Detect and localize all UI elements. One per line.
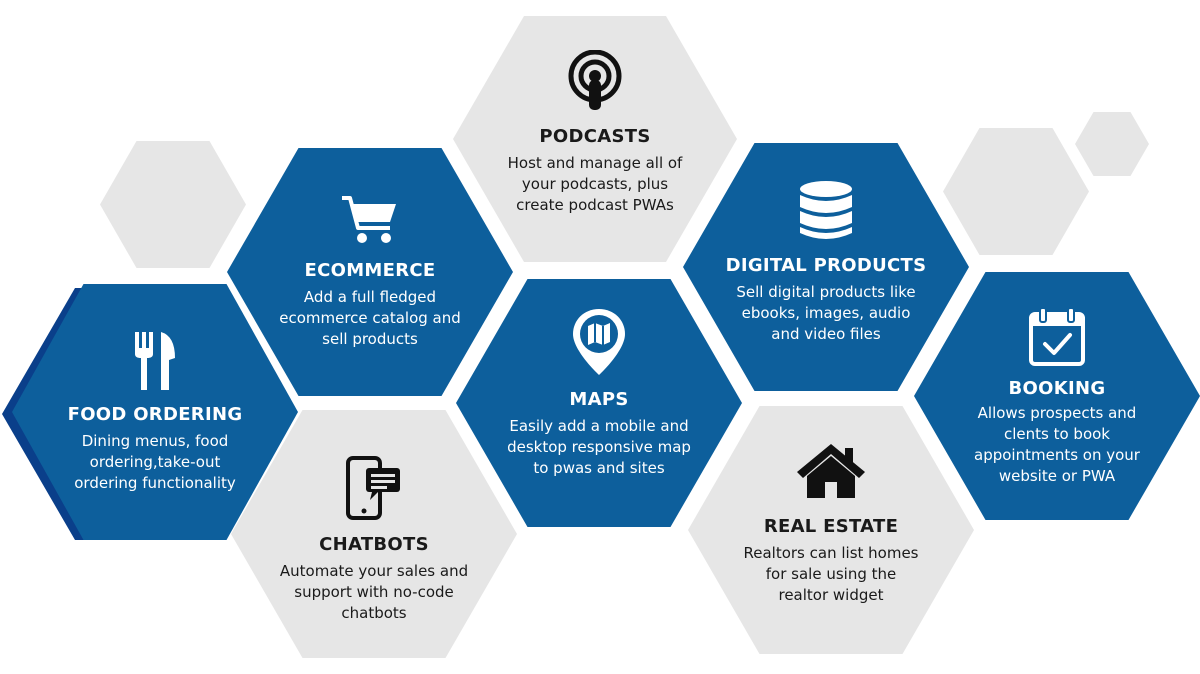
podcast-icon (568, 50, 622, 110)
maps-tile[interactable]: MAPS Easily add a mobile and desktop res… (456, 279, 742, 527)
food-ordering-description: Dining menus, food ordering,take-out ord… (74, 432, 236, 492)
maps-description: Easily add a mobile and desktop responsi… (507, 417, 691, 477)
podcasts-description: Host and manage all of your podcasts, pl… (507, 154, 683, 214)
fork-knife-icon (135, 332, 175, 390)
digital-products-tile[interactable]: DIGITAL PRODUCTS Sell digital products l… (683, 143, 969, 391)
ecommerce-title: ECOMMERCE (304, 260, 436, 281)
food-ordering-title: FOOD ORDERING (67, 404, 243, 425)
house-icon (797, 444, 865, 498)
phone-chat-icon (346, 456, 400, 520)
booking-description: Allows prospects and clents to book appo… (974, 404, 1140, 485)
food-ordering-tile[interactable]: FOOD ORDERING Dining menus, food orderin… (12, 284, 298, 540)
ecommerce-tile[interactable]: ECOMMERCE Add a full fledged ecommerce c… (227, 148, 513, 396)
podcasts-title: PODCASTS (539, 126, 651, 147)
real-estate-title: REAL ESTATE (763, 516, 899, 537)
decorative-hexagon (1075, 112, 1149, 176)
ecommerce-description: Add a full fledged ecommerce catalog and… (279, 288, 461, 348)
real-estate-description: Realtors can list homes for sale using t… (743, 544, 919, 604)
digital-products-title: DIGITAL PRODUCTS (725, 255, 927, 276)
map-pin-icon (573, 309, 625, 375)
real-estate-tile[interactable]: REAL ESTATE Realtors can list homes for … (688, 406, 974, 654)
database-icon (800, 181, 852, 239)
calendar-check-icon (1029, 307, 1085, 366)
booking-title: BOOKING (1008, 378, 1106, 399)
digital-products-description: Sell digital products like ebooks, image… (736, 283, 916, 343)
podcasts-tile[interactable]: PODCASTS Host and manage all of your pod… (453, 16, 737, 262)
shopping-cart-icon (342, 196, 396, 243)
maps-title: MAPS (569, 389, 629, 410)
chatbots-description: Automate your sales and support with no-… (279, 562, 469, 622)
booking-tile[interactable]: BOOKING Allows prospects and clents to b… (914, 272, 1200, 520)
decorative-hexagon (100, 141, 246, 268)
decorative-hexagon (943, 128, 1089, 255)
chatbots-title: CHATBOTS (319, 534, 429, 555)
